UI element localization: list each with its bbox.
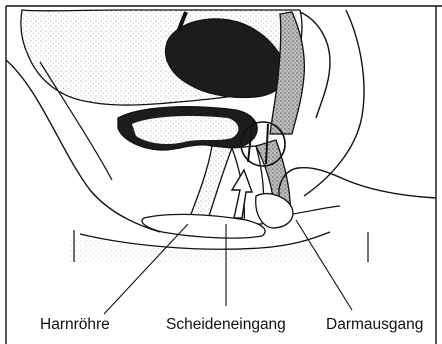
buttock-outline [279, 168, 436, 200]
leader-urethra [104, 224, 188, 314]
label-urethra: Harnröhre [40, 316, 110, 333]
leader-anus [296, 220, 352, 310]
label-vaginal-opening: Scheideneingang [166, 316, 286, 333]
label-anus: Darmausgang [326, 316, 423, 333]
